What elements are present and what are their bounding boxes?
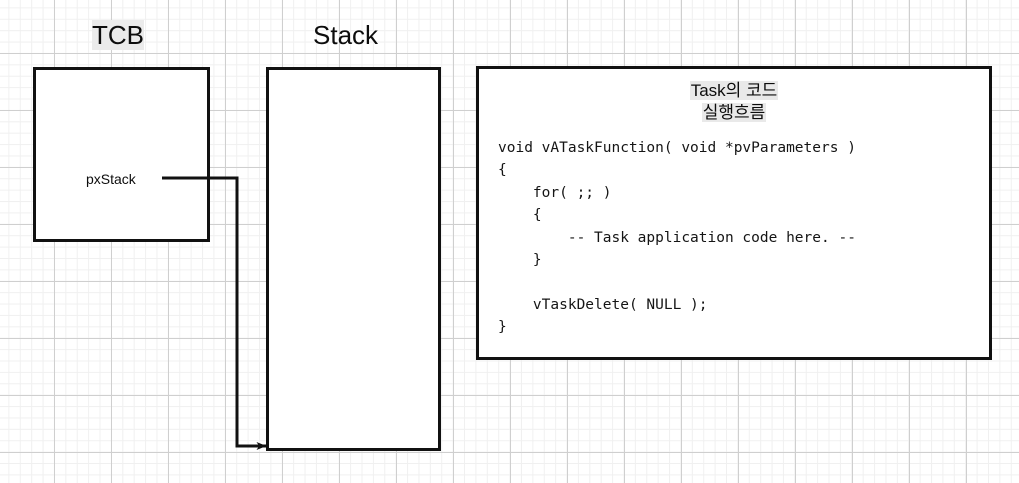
code-box-title-line1: Task의 코드 xyxy=(479,80,989,102)
code-listing: void vATaskFunction( void *pvParameters … xyxy=(498,140,856,336)
tcb-box xyxy=(33,67,210,242)
heading-stack: Stack xyxy=(313,20,379,50)
code-box-title-line2: 실행흐름 xyxy=(479,102,989,124)
pxstack-field-label: pxStack xyxy=(86,171,136,187)
code-box: Task의 코드 실행흐름 void vATaskFunction( void … xyxy=(476,66,992,360)
heading-tcb: TCB xyxy=(92,20,144,50)
stack-box xyxy=(266,67,441,451)
code-box-title-line1-text: Task의 코드 xyxy=(689,81,779,100)
code-box-title-line2-text: 실행흐름 xyxy=(701,103,767,122)
